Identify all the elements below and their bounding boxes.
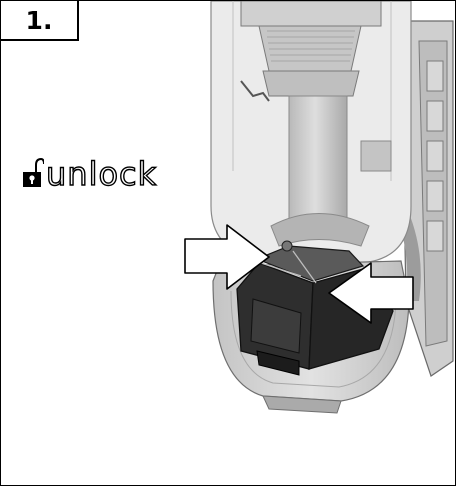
padlock-icon bbox=[23, 158, 44, 187]
arrow-left-icon bbox=[328, 262, 414, 324]
step-number-badge: 1. bbox=[1, 1, 79, 41]
cyclone-head bbox=[240, 1, 382, 102]
arrow-right-icon bbox=[184, 224, 270, 290]
vacuum-side-housing bbox=[396, 20, 454, 377]
unlock-text: unlock bbox=[45, 155, 158, 193]
central-tube bbox=[270, 95, 392, 247]
unlock-label: unlock bbox=[22, 155, 158, 193]
